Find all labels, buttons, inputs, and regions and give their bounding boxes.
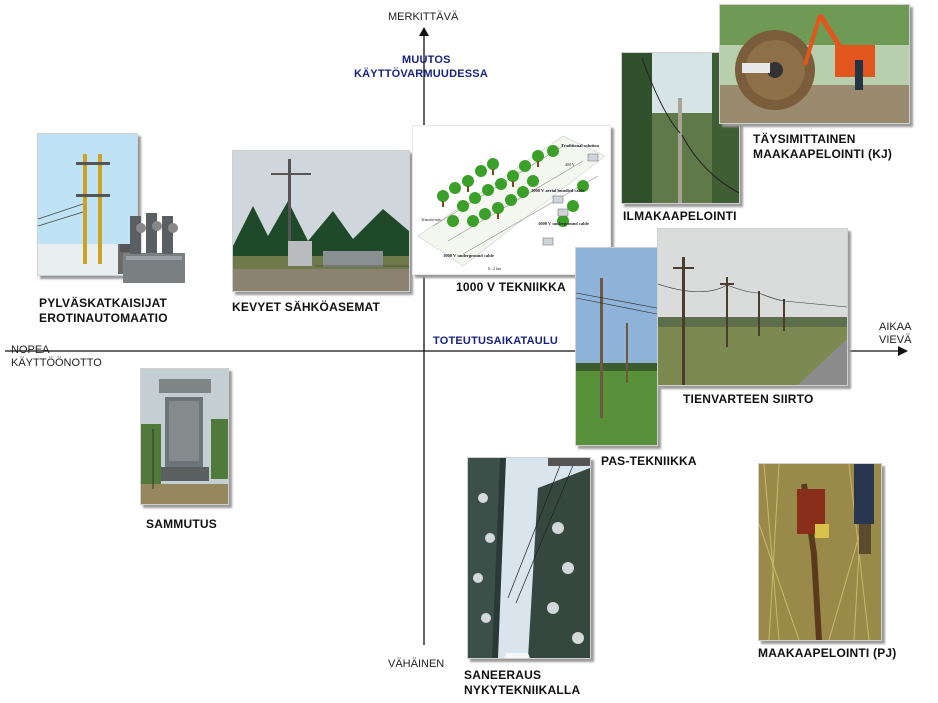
label-sammutus: SAMMUTUS [146, 517, 217, 531]
axis-right-label-2: VIEVÄ [879, 334, 912, 346]
y-axis-title-2: KÄYTTÖVARMUUDESSA [354, 68, 488, 80]
label-pas-tekniikka: PAS-TEKNIIKKA [601, 454, 697, 468]
label-kevyet-sahkoasemat: KEVYET SÄHKÖASEMAT [232, 300, 381, 314]
diagram-traditional-text: Traditional solution [561, 143, 600, 148]
photo-pole-switch [37, 133, 138, 276]
photo-full-underground-cabling [719, 4, 910, 124]
photo-light-substation [232, 150, 410, 292]
vertical-axis-arrow [419, 27, 429, 36]
diagram-400v-text: 400 V [565, 162, 575, 167]
label-saneeraus-2: NYKYTEKNIIKALLA [464, 683, 581, 697]
horizontal-axis-arrow [898, 346, 908, 356]
label-maakaapelointi-pj: MAAKAAPELOINTI (PJ) [758, 646, 897, 660]
axis-right-label-1: AIKAA [879, 321, 912, 333]
axis-top-label: MERKITTÄVÄ [388, 11, 459, 23]
photo-pole-switch-detail [118, 208, 188, 286]
axis-left-label-2: KÄYTTÖÖNOTTO [11, 357, 102, 369]
photo-underground-cabling-lv [758, 463, 882, 641]
label-taysimittainen-2: MAAKAAPELOINTI (KJ) [753, 147, 893, 161]
label-ilmakaapelointi: ILMAKAAPELOINTI [623, 209, 737, 223]
axis-bottom-label: VÄHÄINEN [388, 658, 445, 670]
label-pylvaskatkaisijat-1: PYLVÄSKATKAISIJAT [39, 296, 168, 310]
diagram-1000v: Traditional solution 1000 V aerial bundl… [412, 125, 611, 275]
photo-roadside-relocation [657, 228, 848, 386]
diagram-aerial-text: 1000 V aerial bundled cable [531, 188, 584, 193]
x-axis-title: TOTEUTUSAIKATAULU [433, 335, 559, 347]
label-1000v-tekniikka: 1000 V TEKNIIKKA [456, 280, 566, 294]
y-axis-title-1: MUUTOS [402, 54, 451, 66]
diagram-distance-text: 0...2 km [488, 266, 502, 271]
label-taysimittainen-1: TÄYSIMITTAINEN [753, 132, 856, 146]
diagram-underground-text-2: 1000 V underground cable [443, 253, 494, 258]
photo-renovation-current-tech [467, 457, 591, 659]
axis-left-label-1: NOPEA [11, 344, 50, 356]
diagram-transformer-text: Transformer [421, 217, 442, 222]
diagram-underground-text-1: 1000 V underground cable [538, 221, 589, 226]
label-tienvarteen-siirto: TIENVARTEEN SIIRTO [683, 392, 814, 406]
label-pylvaskatkaisijat-2: EROTINAUTOMAATIO [39, 311, 168, 325]
photo-pas-technology [575, 247, 658, 446]
label-saneeraus-1: SANEERAUS [464, 668, 542, 682]
photo-earth-fault-compensation [140, 368, 229, 505]
